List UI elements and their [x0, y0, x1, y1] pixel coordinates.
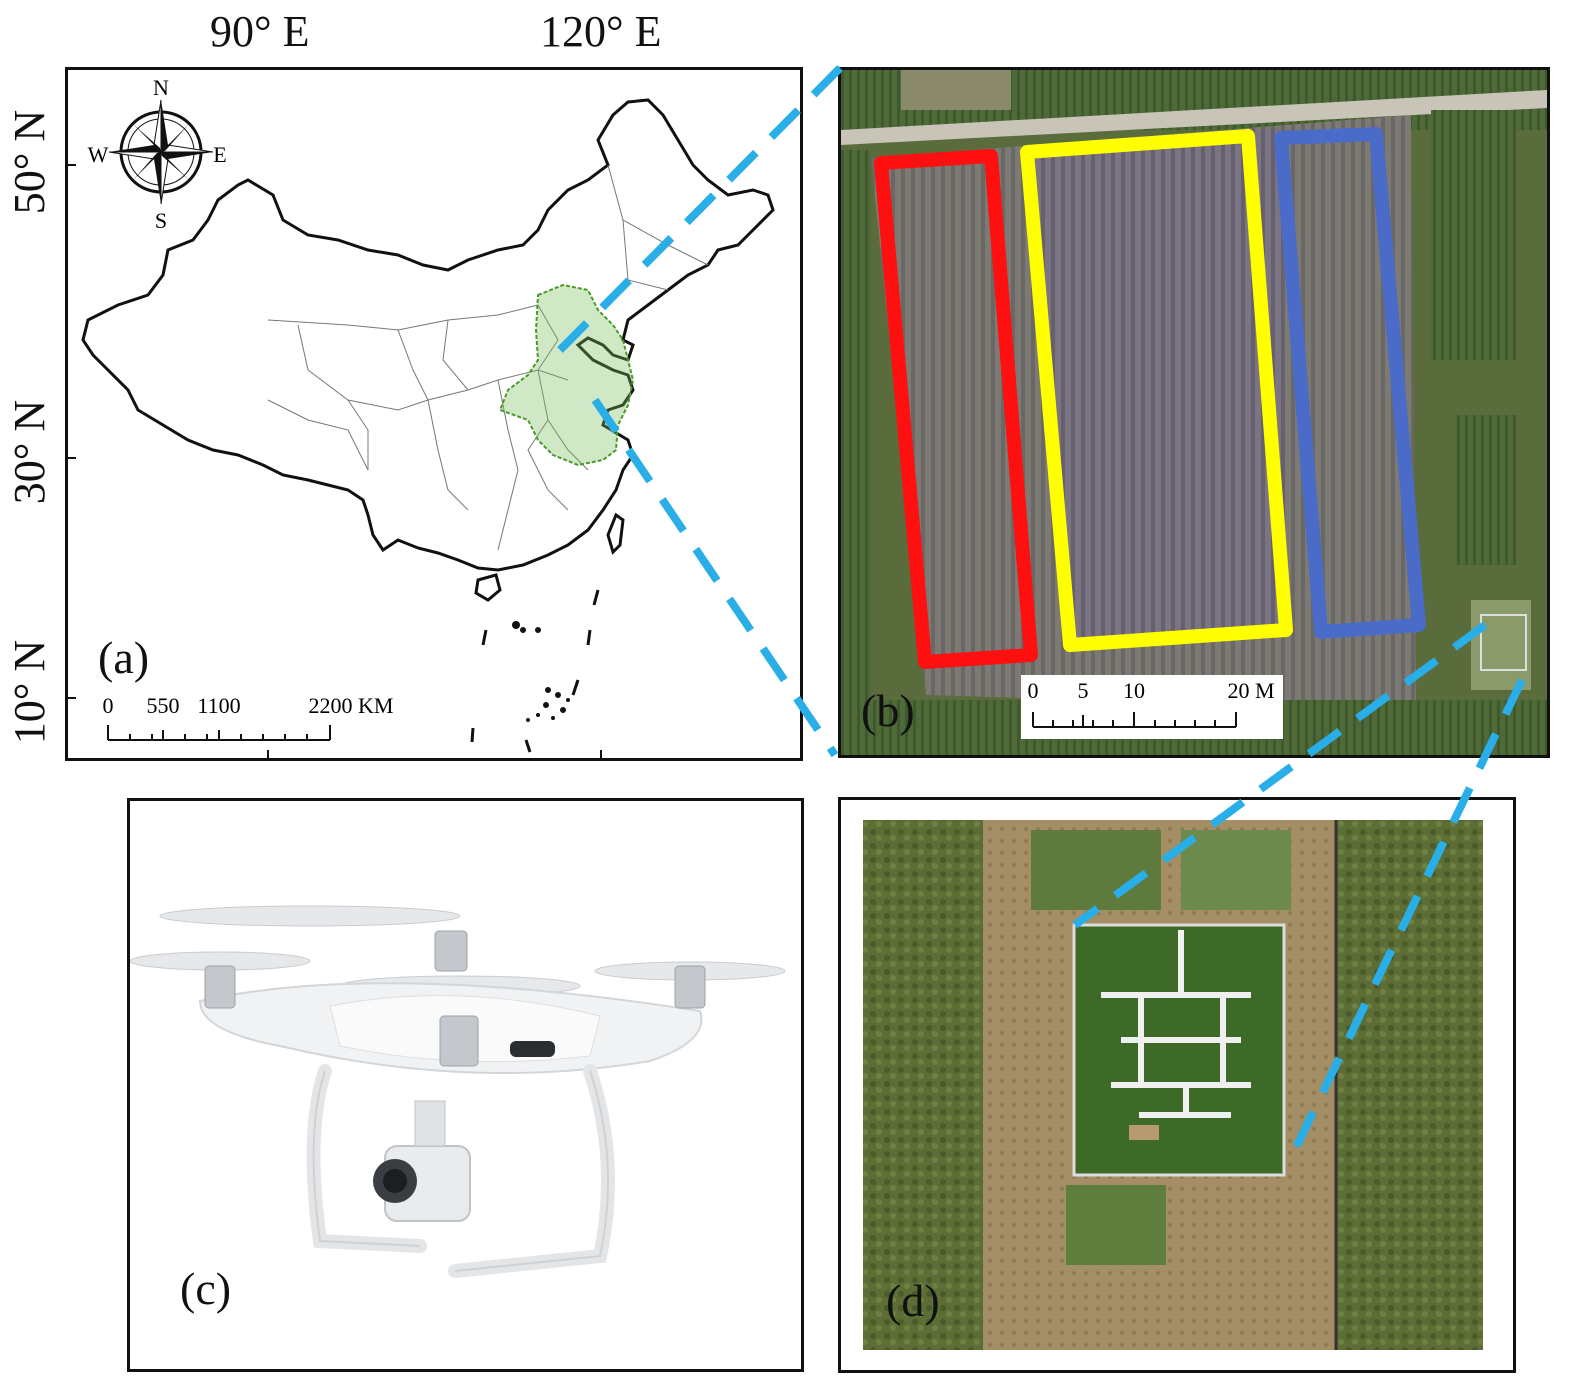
plot-red: [874, 149, 1038, 669]
panel-b-scale-10: 10: [1123, 678, 1145, 703]
panel-b-scale-bar: [1032, 712, 1237, 728]
china-outline: [81, 98, 775, 572]
panel-b-scale-0: 0: [1028, 678, 1039, 703]
scale-tick-0: 0: [103, 693, 114, 718]
panel-c-drone: (c): [127, 798, 804, 1372]
panel-b-label: (b): [861, 685, 915, 736]
longitude-label-120e: 120° E: [540, 7, 662, 56]
study-region-highlight: [498, 283, 635, 467]
panel-c-label: (c): [180, 1263, 232, 1314]
aerial-field-svg: 0 5 10 20 M: [841, 70, 1547, 755]
nine-dash-line: [470, 589, 600, 753]
plot-blue: [1274, 127, 1426, 639]
province-boundaries: [267, 164, 709, 551]
panel-b-scale-5: 5: [1078, 678, 1089, 703]
station-aerial-svg: [863, 820, 1483, 1350]
map-graticule-ticks: [68, 164, 602, 758]
panel-d-aerial: (d): [838, 797, 1516, 1373]
panel-b-aerial: 0 5 10 20 M (b): [838, 67, 1550, 758]
panel-b-scale-20: 20 M: [1227, 678, 1274, 703]
compass-w-label: W: [88, 142, 109, 167]
hainan-island: [474, 573, 502, 602]
south-sea-islands: [512, 621, 570, 722]
connector-b-d-right: [1286, 678, 1526, 1162]
plot-yellow: [1020, 129, 1293, 652]
taiwan-island: [606, 512, 625, 555]
compass-s-label: S: [155, 208, 167, 233]
map-scale-bar: [107, 725, 331, 741]
drone-icon: [130, 905, 786, 1278]
panel-d-label: (d): [886, 1275, 940, 1326]
connector-a-b-top: [557, 65, 843, 353]
compass-n-label: N: [153, 75, 169, 100]
panel-b-scale-box: [1021, 675, 1283, 739]
china-map-svg: N S E W 0 550 1100 2200 KM: [68, 75, 775, 758]
scale-tick-1100: 1100: [197, 693, 240, 718]
connector-b-d-left: [1072, 621, 1488, 929]
longitude-label-90e: 90° E: [210, 7, 310, 56]
scale-tick-550: 550: [147, 693, 180, 718]
panel-a-label: (a): [98, 632, 150, 683]
station-paths: [1101, 930, 1251, 1118]
compass-e-label: E: [213, 142, 226, 167]
scale-tick-2200: 2200 KM: [309, 693, 394, 718]
panel-a-map: N S E W 0 550 1100 2200 KM (a): [65, 67, 803, 761]
compass-rose: [108, 99, 214, 205]
connector-a-b-bottom: [591, 397, 839, 758]
